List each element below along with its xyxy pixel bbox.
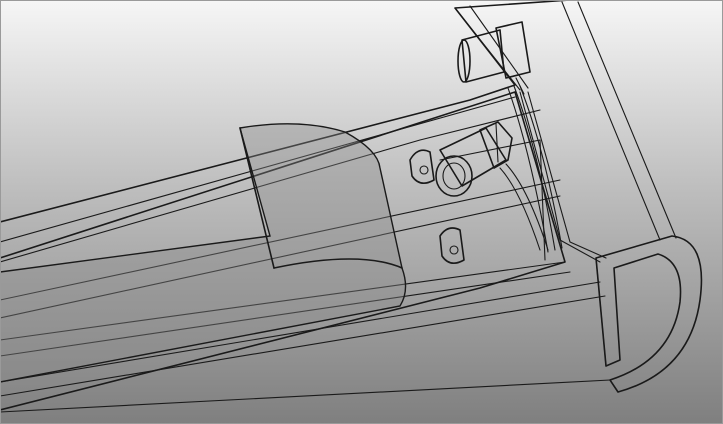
sensor-fitting <box>435 121 513 197</box>
mounting-clip-lower <box>439 227 465 264</box>
end-cap <box>595 235 703 393</box>
inner-tray <box>0 91 611 413</box>
mounting-clip-upper <box>409 149 435 184</box>
wire-bundle <box>499 85 563 253</box>
protective-film <box>0 123 407 383</box>
connector-plug <box>457 21 531 95</box>
